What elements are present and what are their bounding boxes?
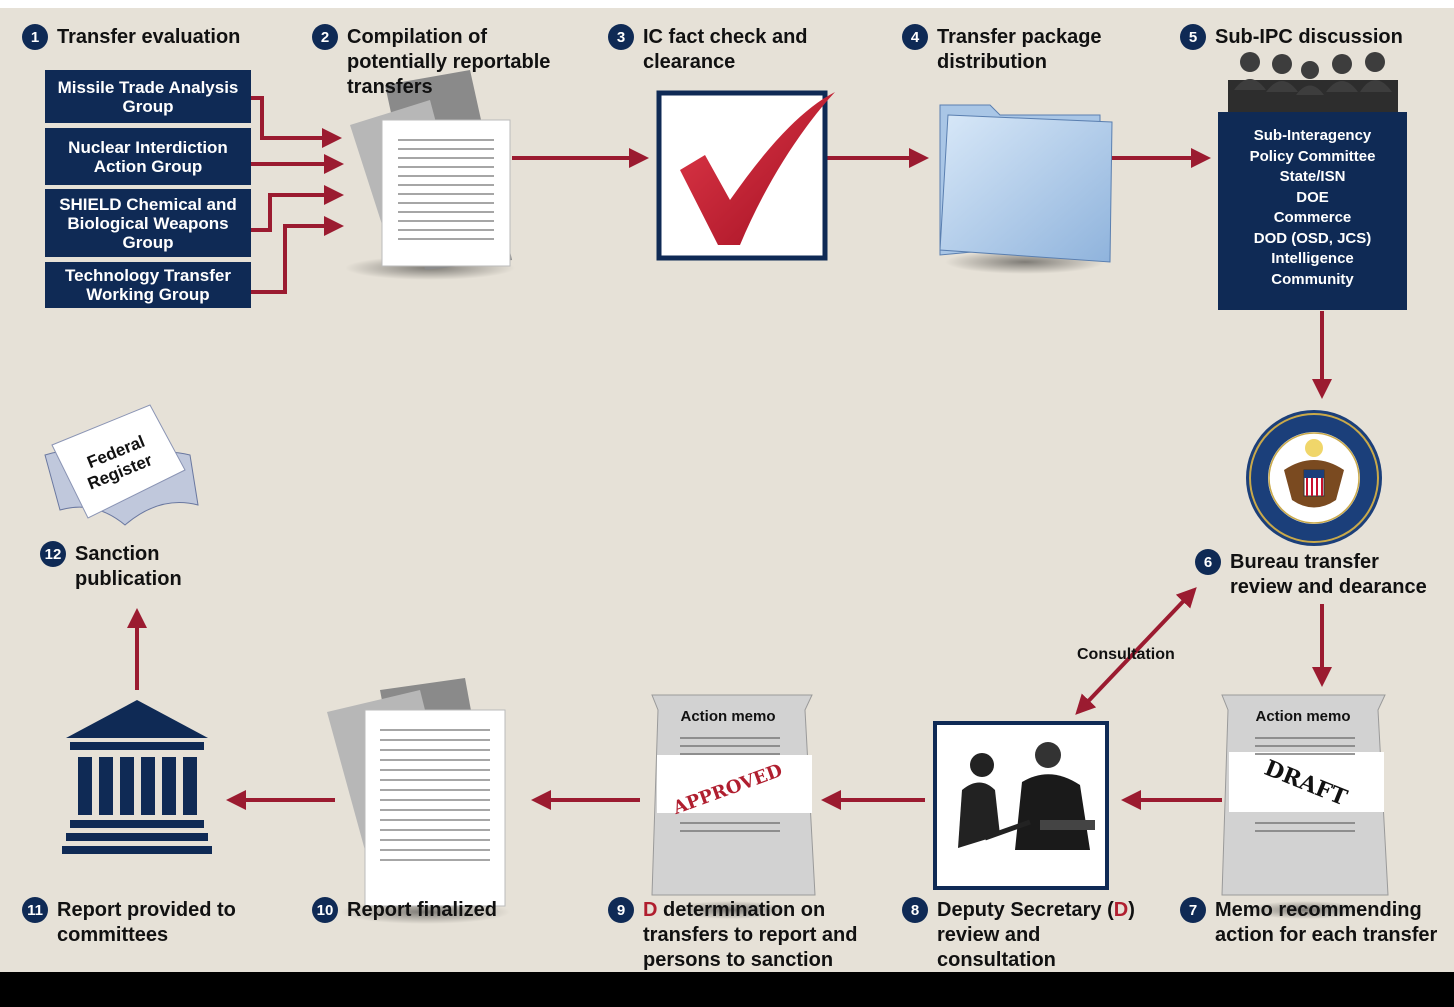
step-badge: 10 [312, 897, 338, 923]
step-6: 6 Bureau transfer review and dearance [1195, 549, 1435, 600]
draft-memo-document: Action memo DRAFT [1221, 694, 1389, 919]
bottom-bar [0, 972, 1454, 1007]
bottom-row-arrows [127, 587, 1222, 810]
subipc-line: DOD (OSD, JCS) [1253, 229, 1372, 247]
step-badge: 11 [22, 897, 48, 923]
step-title-part: Deputy Secretary ( [937, 899, 1114, 921]
step-badge: 5 [1180, 24, 1206, 50]
check-icon [656, 90, 835, 261]
group-technology-transfer: Technology Transfer Working Group [45, 262, 251, 308]
step-9: 9 D determination on transfers to report… [608, 897, 893, 973]
step-10: 10 Report finalized [312, 897, 498, 923]
step-badge: 1 [22, 24, 48, 50]
group-shield: SHIELD Chemical and Biological Weapons G… [45, 189, 251, 257]
step-1: 1 Transfer evaluation [22, 24, 241, 50]
step-12: 12 Sanction publication [40, 541, 210, 592]
sub-ipc-members: Sub-Interagency Policy Committee State/I… [1218, 112, 1407, 310]
step-title: Report finalized [347, 899, 498, 921]
subipc-line: Community [1271, 270, 1354, 288]
step-badge: 3 [608, 24, 634, 50]
group-arrows [251, 96, 344, 294]
step-title: Bureau transfer review and dearance [1230, 551, 1427, 598]
step-4: 4 Transfer package distribution [902, 24, 1142, 75]
step-badge: 12 [40, 541, 66, 567]
federal-register-book: Federal Register [44, 404, 199, 526]
capitol-building-icon [62, 700, 212, 854]
step-badge: 2 [312, 24, 338, 50]
approved-memo-document: Action memo APPROVED [651, 694, 816, 919]
step-title: IC fact check and clearance [643, 26, 808, 73]
memo-title-approved: Action memo [680, 708, 775, 725]
step-badge: 9 [608, 897, 634, 923]
department-of-state-seal [1246, 410, 1382, 546]
step-title-d: D [1113, 899, 1129, 921]
subipc-line: DOE [1296, 188, 1329, 206]
meeting-silhouette-icon [1228, 52, 1398, 114]
step-title-part: determination on transfers to report and… [643, 899, 858, 971]
compilation-documents [345, 70, 515, 280]
step-title: Transfer package distribution [937, 26, 1102, 73]
step-title: Report provided to committees [57, 899, 236, 946]
step-title: Transfer evaluation [57, 26, 241, 48]
step-title-part: ) review and consultation [937, 899, 1135, 971]
step-title: Sanction publication [75, 543, 182, 590]
step-title-d: D [643, 899, 658, 921]
step-title: Deputy Secretary (D) review and consulta… [937, 898, 1162, 973]
step-11: 11 Report provided to committees [22, 897, 262, 948]
subipc-line: State/ISN [1279, 168, 1346, 185]
folder-icon [939, 104, 1113, 274]
step-2: 2 Compilation of potentially reportable … [312, 24, 582, 100]
top-row-arrows [512, 148, 1332, 687]
step-7: 7 Memo recommending action for each tran… [1180, 897, 1445, 948]
subipc-line: Commerce [1273, 209, 1352, 226]
step-badge: 4 [902, 24, 928, 50]
meeting-illustration [933, 721, 1109, 890]
group-nuclear-interdiction: Nuclear Interdiction Action Group [45, 128, 251, 185]
step-5: 5 Sub-IPC discussion [1180, 24, 1403, 50]
step-badge: 8 [902, 897, 928, 923]
step-badge: 6 [1195, 549, 1221, 575]
consultation-label: Consultation [1077, 646, 1175, 663]
step-title: Compilation of potentially reportable tr… [347, 26, 551, 98]
subipc-line: Intelligence [1271, 250, 1354, 267]
step-title: Memo recommending action for each transf… [1215, 899, 1438, 946]
step-badge: 7 [1180, 897, 1206, 923]
final-report-documents [327, 678, 510, 924]
top-border [0, 0, 1454, 8]
memo-title-draft: Action memo [1255, 708, 1350, 725]
step-title: Sub-IPC discussion [1215, 26, 1403, 48]
group-missile-trade: Missile Trade Analysis Group [45, 70, 251, 123]
step-8: 8 Deputy Secretary (D) review and consul… [902, 897, 1162, 973]
step-3: 3 IC fact check and clearance [608, 24, 848, 75]
step-title: D determination on transfers to report a… [643, 898, 893, 973]
subipc-line: Sub-Interagency [1253, 127, 1372, 144]
subipc-line: Policy Committee [1249, 147, 1376, 165]
